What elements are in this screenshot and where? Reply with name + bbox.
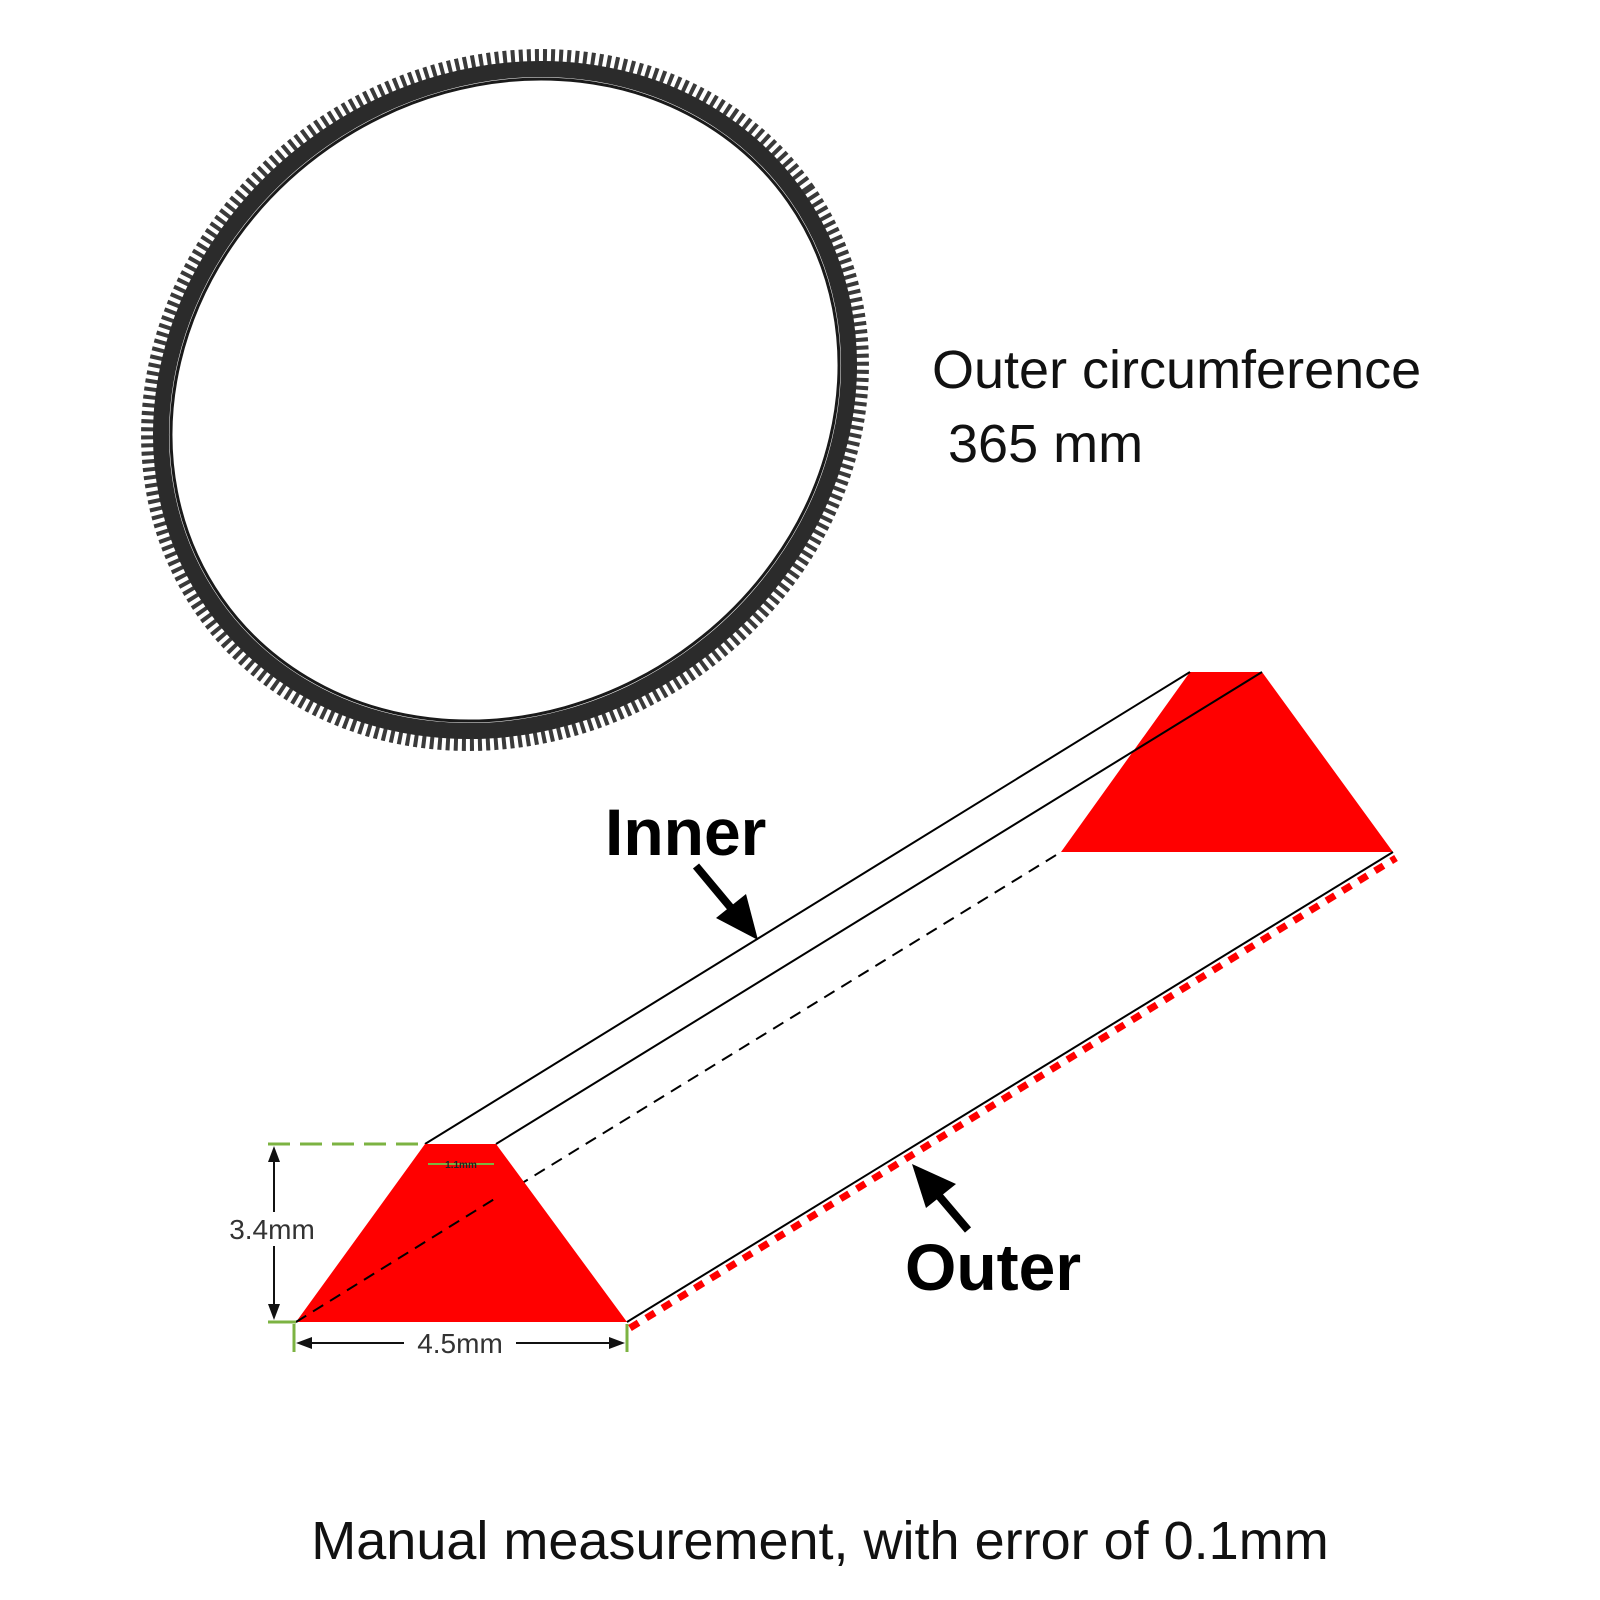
- width-arrow-left: [296, 1337, 312, 1349]
- outer-circumference-label: Outer circumference: [932, 340, 1421, 400]
- belt-teeth-outer: [141, 49, 869, 751]
- front-section-face: [296, 1144, 627, 1322]
- height-label-bg: [214, 1212, 324, 1246]
- height-arrow-down: [268, 1304, 280, 1320]
- outer-arrow: [912, 1164, 972, 1233]
- outer-arrow-head: [912, 1164, 956, 1208]
- outer-teeth: [628, 855, 1398, 1331]
- belt-body: [153, 61, 857, 739]
- top-width-dimension: 1.1mm: [428, 1160, 494, 1171]
- top-width-label: 1.1mm: [445, 1160, 477, 1171]
- bottom-width-label: 4.5mm: [417, 1328, 503, 1359]
- height-arrow-up: [268, 1146, 280, 1162]
- height-label: 3.4mm: [229, 1214, 315, 1245]
- top-edge-left: [424, 671, 1191, 1145]
- inner-arrow-shaft: [692, 863, 740, 917]
- inner-arrow: [692, 863, 758, 940]
- cross-section-prism: [295, 671, 1398, 1331]
- bottom-width-dimension: 4.5mm: [292, 1324, 629, 1360]
- outer-circumference-value: 365 mm: [948, 414, 1143, 474]
- width-label-bg: [404, 1326, 516, 1360]
- bottom-right-edge: [626, 851, 1394, 1323]
- back-section-face: [1061, 672, 1393, 852]
- inner-arrow-head: [716, 894, 758, 940]
- outer-label: Outer: [905, 1230, 1081, 1304]
- measurement-caption: Manual measurement, with error of 0.1mm: [311, 1511, 1328, 1571]
- inner-label: Inner: [605, 795, 766, 869]
- height-dimension: 3.4mm: [214, 1142, 425, 1324]
- belt-inner-edge: [169, 77, 841, 723]
- belt-ring: [141, 49, 869, 751]
- width-arrow-right: [609, 1337, 625, 1349]
- top-edge-right: [495, 671, 1263, 1145]
